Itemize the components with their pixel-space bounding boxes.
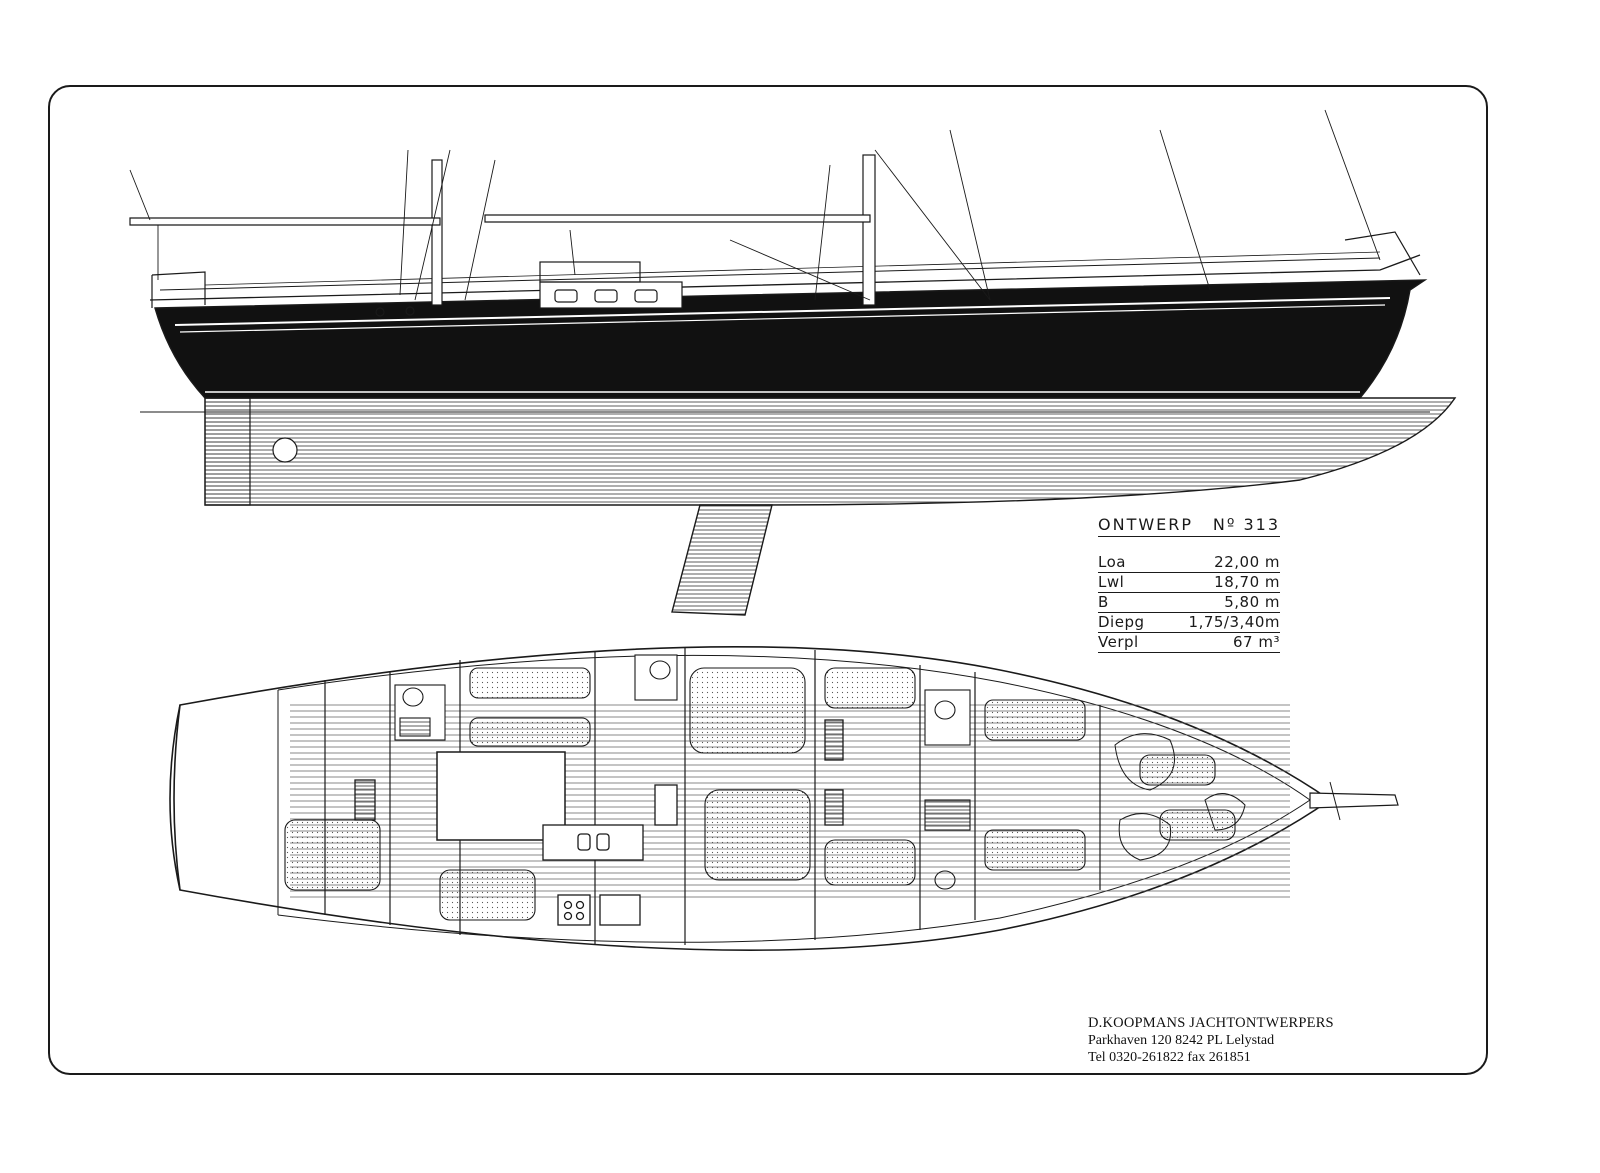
spec-value: 22,00 m [1214, 553, 1280, 571]
centreboard [671, 504, 773, 616]
spec-value: 5,80 m [1224, 593, 1280, 611]
bowsprit [1309, 792, 1399, 809]
spec-label: Loa [1098, 553, 1126, 571]
rigging [129, 109, 1381, 301]
designer-contact: Tel 0320-261822 fax 261851 [1088, 1050, 1251, 1065]
design-spec-block: ONTWERP Nº 313 Loa 22,00 m Lwl 18,70 m B… [1098, 515, 1280, 653]
accommodation-plan [169, 645, 1399, 951]
spec-label: B [1098, 593, 1109, 611]
hull-topsides [154, 279, 1428, 399]
stern-pulpit [151, 271, 206, 308]
design-number: Nº 313 [1212, 515, 1280, 534]
forepeak [1114, 733, 1246, 861]
settees [284, 667, 1236, 921]
spec-value: 67 m³ [1233, 633, 1280, 651]
mizzen-boom [129, 217, 441, 226]
rudder [204, 397, 251, 506]
bow-pulpit [1344, 231, 1421, 276]
designer-credit: D.KOOPMANS JACHTONTWERPERS Parkhaven 120… [1088, 1015, 1334, 1066]
designer-address: Parkhaven 120 8242 PL Lelystad [1088, 1033, 1275, 1048]
heads [394, 654, 971, 890]
spec-label: Diepg [1098, 613, 1145, 631]
side-elevation [129, 109, 1457, 616]
spec-value: 18,70 m [1214, 573, 1280, 591]
spec-title-row: ONTWERP Nº 313 [1098, 515, 1280, 537]
spec-row-lwl: Lwl 18,70 m [1098, 573, 1280, 593]
designer-firm: D.KOOPMANS JACHTONTWERPERS [1088, 1015, 1334, 1031]
mizzen-mast [431, 159, 443, 306]
spec-label: Lwl [1098, 573, 1125, 591]
spec-value: 1,75/3,40m [1188, 613, 1280, 631]
spec-row-loa: Loa 22,00 m [1098, 553, 1280, 573]
spec-label: Verpl [1098, 633, 1139, 651]
spec-row-displacement: Verpl 67 m³ [1098, 633, 1280, 653]
main-boom [484, 214, 871, 223]
deckhouse [539, 281, 683, 309]
spec-row-draft: Diepg 1,75/3,40m [1098, 613, 1280, 633]
stove [557, 894, 591, 926]
underwater-hull [204, 397, 1457, 506]
sheet-frame [48, 85, 1488, 1075]
main-mast [862, 154, 876, 306]
propeller [272, 437, 298, 463]
spec-row-beam: B 5,80 m [1098, 593, 1280, 613]
design-title: ONTWERP [1098, 515, 1194, 534]
galley-counter [542, 824, 644, 861]
